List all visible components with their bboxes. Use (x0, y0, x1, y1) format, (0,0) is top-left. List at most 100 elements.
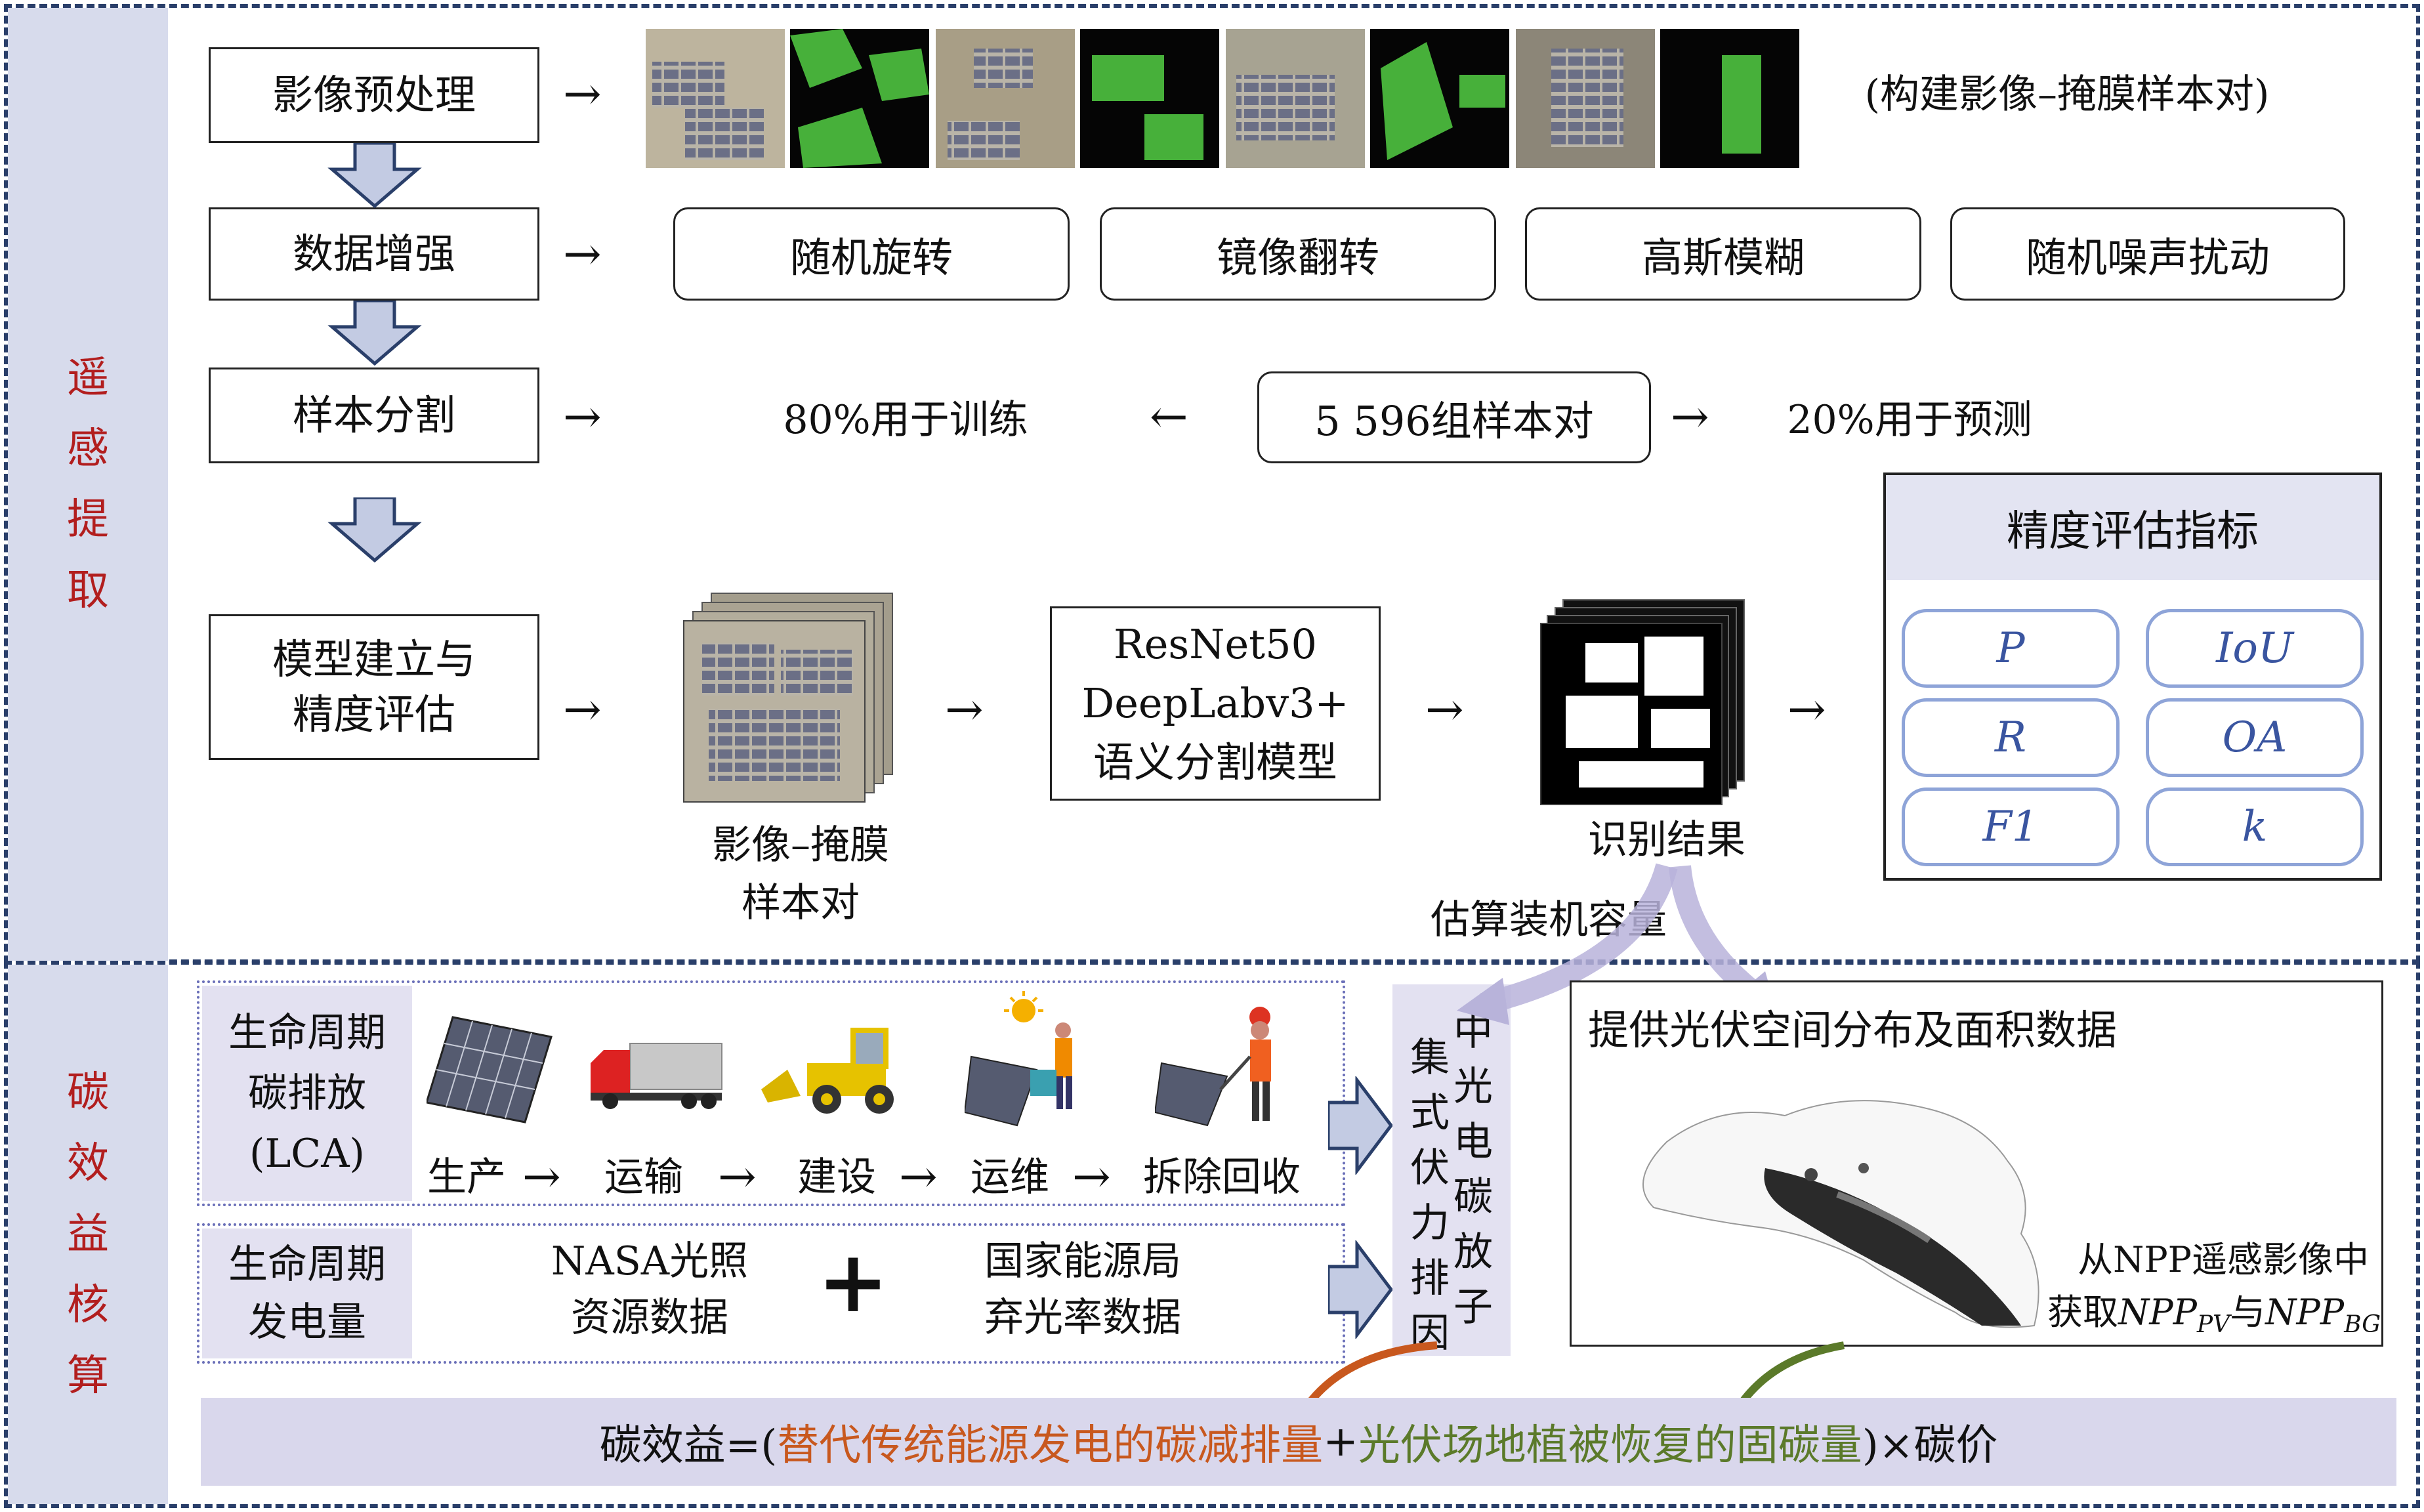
factor-char: 电 (1453, 1119, 1493, 1165)
lca-stage: 运输 (604, 1154, 683, 1200)
metric-oa: OA (2146, 698, 2364, 777)
left-arrow-icon: ← (1150, 390, 1188, 444)
test-share: 20%用于预测 (1787, 397, 2032, 443)
augment-op: 随机旋转 (673, 207, 1070, 301)
preprocess-note: (构建影像–掩膜样本对) (1864, 72, 2270, 117)
augment-op-label: 高斯模糊 (1641, 234, 1805, 282)
generation-label-line1: 生命周期 (228, 1242, 386, 1288)
metric-label: F1 (1982, 803, 2039, 851)
metric-kappa: k (2146, 788, 2364, 866)
section-char: 取 (67, 566, 109, 615)
metric-label: IoU (2216, 624, 2293, 673)
augment-op: 高斯模糊 (1525, 207, 1921, 301)
block-arrow-icon (1328, 1240, 1394, 1339)
sample-pairs-box: 5 596组样本对 (1257, 371, 1651, 463)
augment-step: 数据增强 (209, 207, 539, 301)
generation-label: 生命周期 发电量 (202, 1228, 412, 1358)
lca-box (197, 980, 1345, 1206)
factor-char: 排 (1410, 1255, 1450, 1301)
lca-stage: 运维 (971, 1154, 1049, 1200)
factor-char: 光 (1453, 1064, 1493, 1110)
metric-label: OA (2222, 713, 2288, 762)
npp-variable: NPP (2118, 1292, 2197, 1333)
down-arrow-icon (327, 497, 422, 563)
right-arrow-icon: → (1671, 390, 1709, 444)
preprocess-label: 影像预处理 (272, 71, 476, 119)
split-label: 样本分割 (292, 391, 455, 439)
right-arrow-icon: → (563, 682, 602, 736)
result-label: 识别结果 (1588, 817, 1745, 863)
carbon-panel (4, 961, 2420, 1508)
truck-icon (591, 1043, 722, 1109)
factor-col-left: 集 式 伏 力 排 因 (1410, 1030, 1450, 1356)
section-char: 遥 (67, 354, 109, 402)
section-char: 核 (67, 1281, 109, 1330)
model-step: 模型建立与 精度评估 (209, 614, 539, 760)
solar-panel-icon (427, 1016, 553, 1124)
npp-note-prefix: 获取 (2047, 1292, 2118, 1333)
npp-variable: NPP (2265, 1292, 2345, 1333)
image-mask-strip (646, 29, 1799, 168)
factor-char: 力 (1410, 1200, 1450, 1246)
model-net-line2: DeepLabv3+ (1081, 679, 1349, 727)
lca-label-line1: 生命周期 (228, 1010, 386, 1056)
augment-op-label: 随机旋转 (789, 234, 953, 282)
augment-op-label: 镜像翻转 (1216, 234, 1379, 282)
section-char: 算 (67, 1352, 109, 1400)
factor-char: 碳 (1453, 1174, 1493, 1220)
lca-stage: 拆除回收 (1143, 1154, 1301, 1200)
generation-label-line2: 发电量 (248, 1299, 366, 1345)
plus-sign: + (817, 1231, 889, 1332)
augment-op: 随机噪声扰动 (1950, 207, 2345, 301)
right-arrow-icon: → (718, 1150, 757, 1204)
npp-note-and: 与 (2230, 1292, 2266, 1333)
metric-label: k (2242, 803, 2268, 851)
carbon-benefit-formula: 碳效益=( 替代传统能源发电的碳减排量 + 光伏场地植被恢复的固碳量 )×碳价 (201, 1398, 2396, 1486)
metric-iou: IoU (2146, 609, 2364, 688)
formula-prefix: 碳效益=( (599, 1421, 778, 1470)
right-arrow-icon: → (1425, 682, 1464, 736)
metric-f1: F1 (1902, 788, 2120, 866)
nasa-data-line2: 资源数据 (571, 1295, 728, 1341)
lca-label: 生命周期 碳排放 (LCA) (202, 986, 412, 1201)
preprocess-step: 影像预处理 (209, 47, 539, 143)
npp-sub-bg: BG (2344, 1311, 2381, 1338)
lca-label-line2: 碳排放 (248, 1070, 366, 1116)
formula-plus: + (1323, 1418, 1358, 1466)
nea-data-line2: 弃光率数据 (984, 1295, 1181, 1341)
section-char: 碳 (67, 1068, 109, 1117)
result-stack-image (1540, 599, 1745, 805)
remote-sensing-label: 遥 感 提 取 (8, 8, 168, 961)
model-net-line3: 语义分割模型 (1093, 738, 1337, 786)
model-label-line1: 模型建立与 (272, 635, 476, 683)
lca-stage: 生产 (427, 1154, 506, 1200)
metric-label: R (1994, 713, 2027, 762)
spatial-title: 提供光伏空间分布及面积数据 (1588, 1006, 2118, 1054)
section-char: 感 (67, 425, 109, 473)
sample-stack-image (683, 593, 893, 803)
factor-char: 伏 (1410, 1145, 1450, 1191)
metric-recall: R (1902, 698, 2120, 777)
right-arrow-icon: → (1787, 682, 1826, 736)
lca-label-line3: (LCA) (249, 1131, 365, 1177)
right-arrow-icon: → (945, 682, 984, 736)
stack-label-line2: 样本对 (742, 880, 860, 926)
npp-map-image (1642, 1100, 2039, 1328)
factor-char: 式 (1410, 1090, 1450, 1136)
npp-note-line1: 从NPP遥感影像中 (2078, 1239, 2369, 1280)
metric-precision: P (1902, 609, 2120, 688)
emission-factor-box: 集 式 伏 力 排 因 中 光 电 碳 放 子 (1392, 984, 1511, 1356)
formula-suffix: )×碳价 (1862, 1421, 1998, 1470)
sample-pairs-label: 5 596组样本对 (1314, 397, 1594, 445)
formula-reduction: 替代传统能源发电的碳减排量 (777, 1421, 1324, 1470)
model-net-line1: ResNet50 (1114, 620, 1317, 668)
npp-note-line2: 获取NPPPV与NPPBG (2047, 1286, 2381, 1351)
metrics-header: 精度评估指标 (1886, 475, 2379, 580)
block-arrow-icon (1328, 1076, 1394, 1175)
right-arrow-icon: → (563, 67, 602, 121)
down-arrow-icon (327, 301, 422, 366)
dismantle-icon (1155, 1007, 1271, 1127)
augment-label: 数据增强 (292, 230, 455, 278)
right-arrow-icon: → (522, 1150, 561, 1204)
